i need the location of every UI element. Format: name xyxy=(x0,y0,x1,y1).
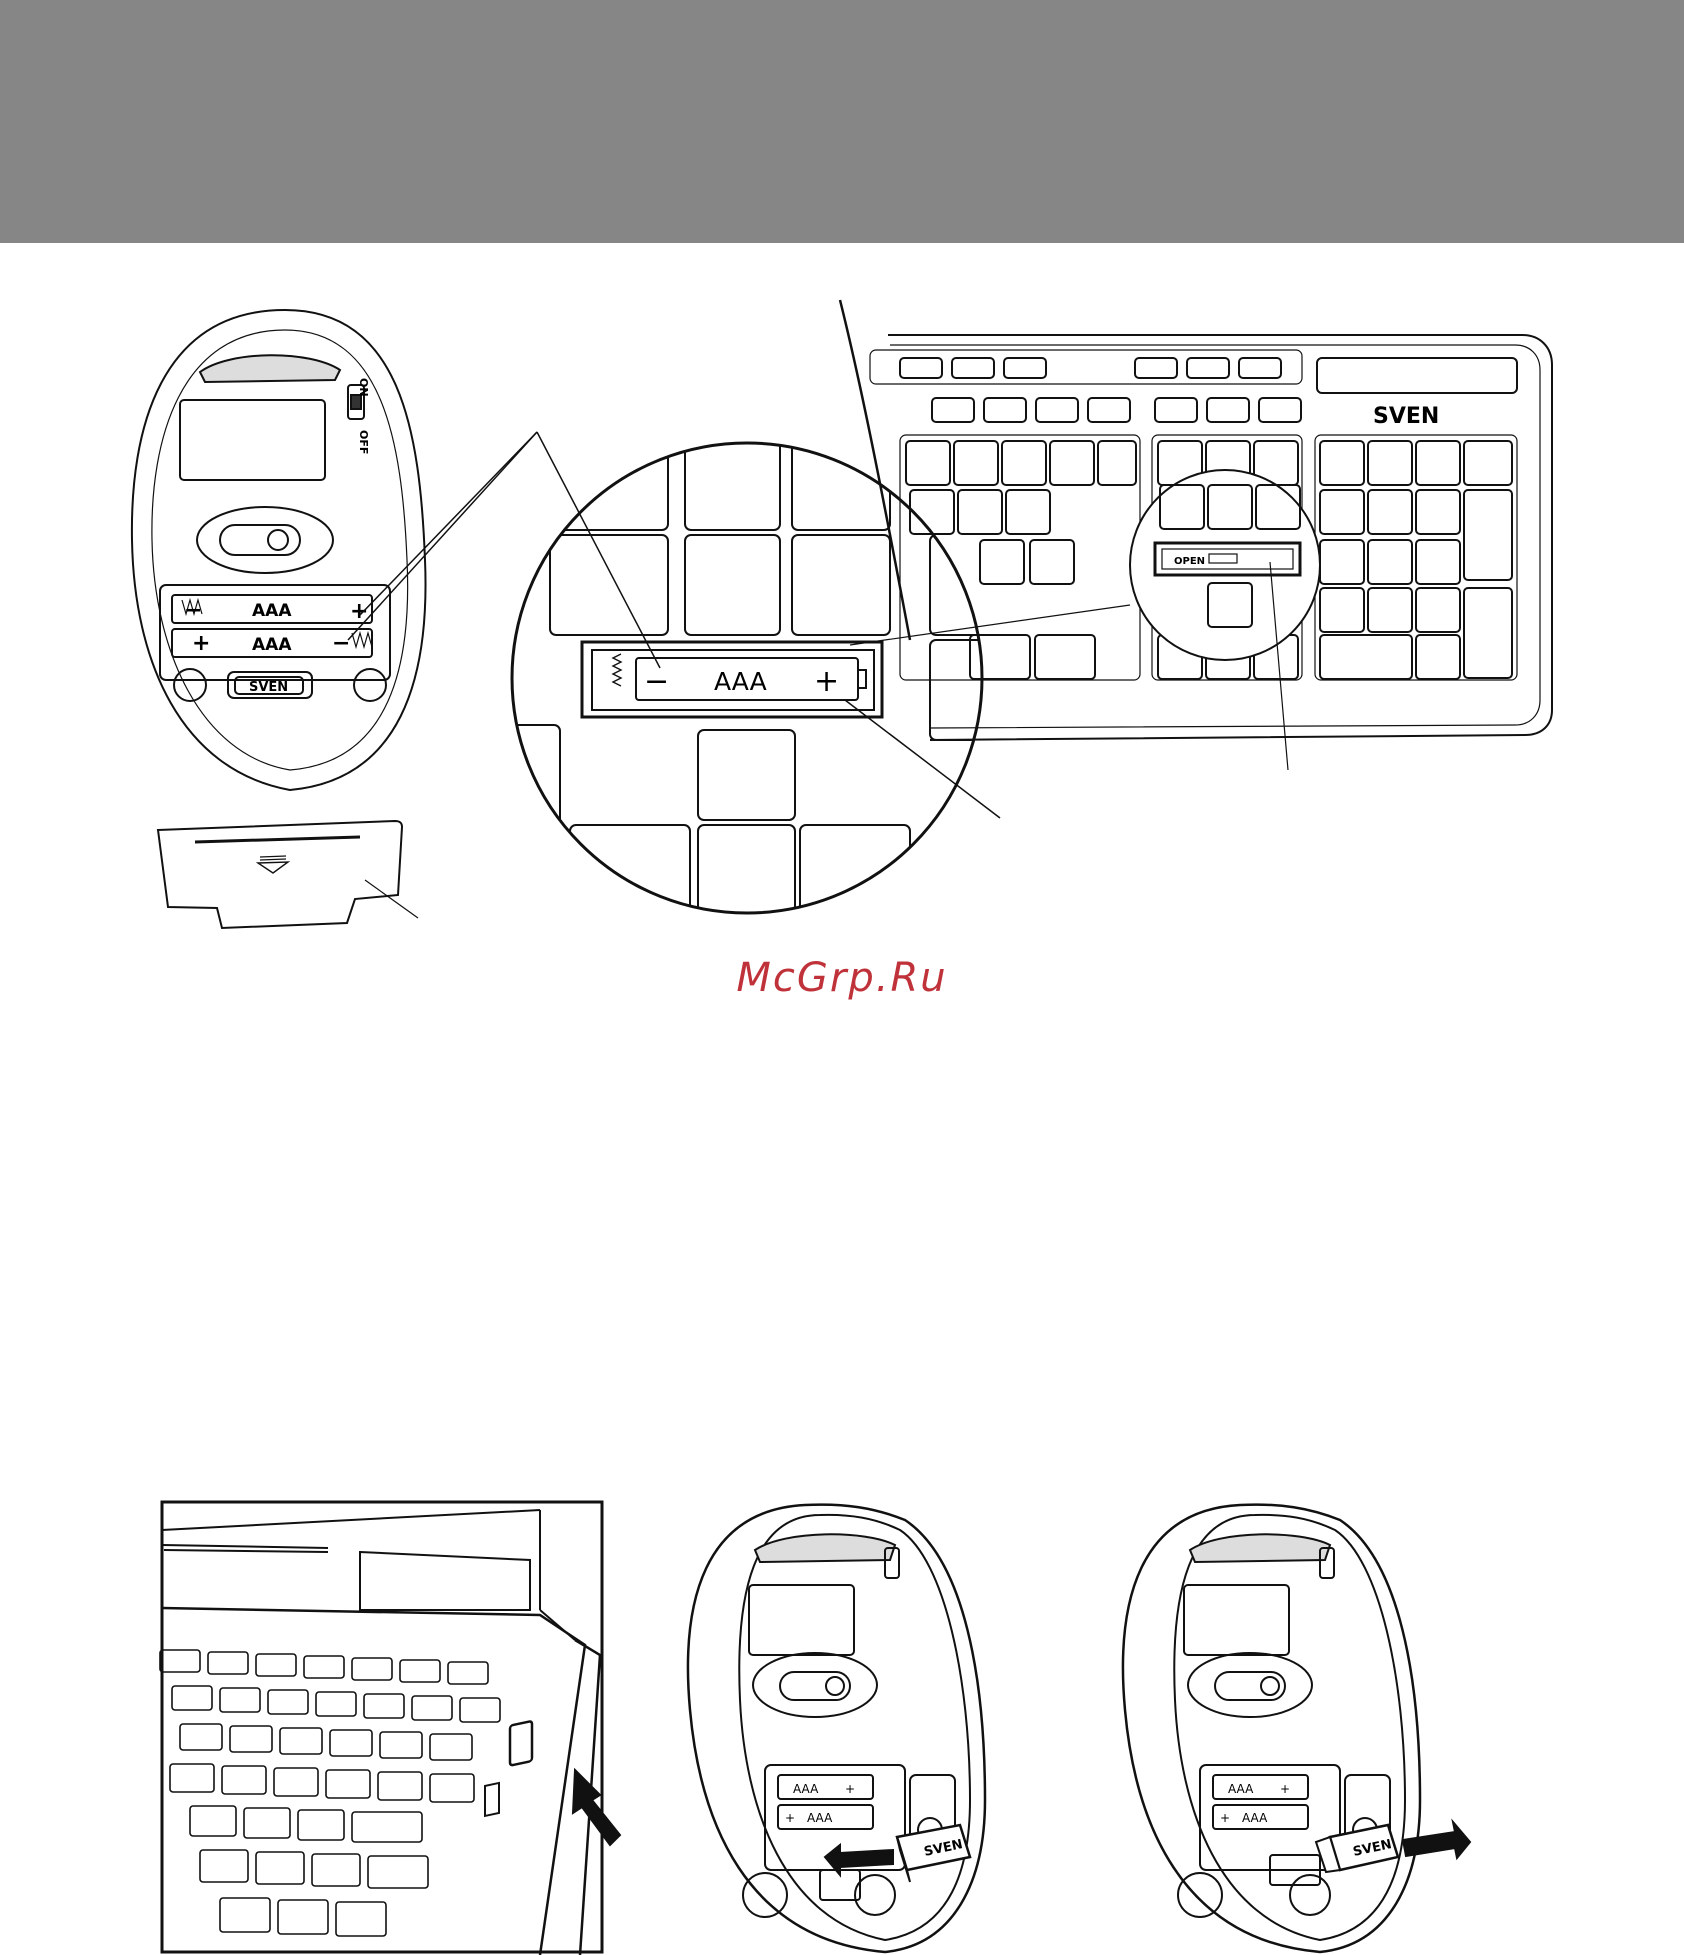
battery-bottom-label: AAA xyxy=(807,1811,833,1825)
remove-arrow-icon xyxy=(1403,1822,1470,1858)
battery-top-plus: + xyxy=(1280,1782,1290,1796)
laptop-frame xyxy=(162,1502,602,1952)
battery-bottom-label: AAA xyxy=(1242,1811,1268,1825)
optical-sensor xyxy=(780,1672,850,1700)
laptop-keys xyxy=(160,1650,500,1936)
battery-bottom-plus: + xyxy=(1220,1811,1230,1825)
battery-bottom-plus: + xyxy=(785,1811,795,1825)
optical-sensor xyxy=(1215,1672,1285,1700)
watermark: McGrp.Ru xyxy=(0,955,1684,1001)
laptop-figure xyxy=(160,1500,610,1955)
battery-top-plus: + xyxy=(845,1782,855,1796)
battery-top-label: AAA xyxy=(1228,1782,1254,1796)
usb-receiver xyxy=(510,1721,532,1766)
mouse-remove-figure: SVEN AAA + + AAA xyxy=(1120,1500,1540,1955)
mouse-insert-figure: SVEN AAA + + AAA xyxy=(685,1500,1075,1955)
battery-top-label: AAA xyxy=(793,1782,819,1796)
